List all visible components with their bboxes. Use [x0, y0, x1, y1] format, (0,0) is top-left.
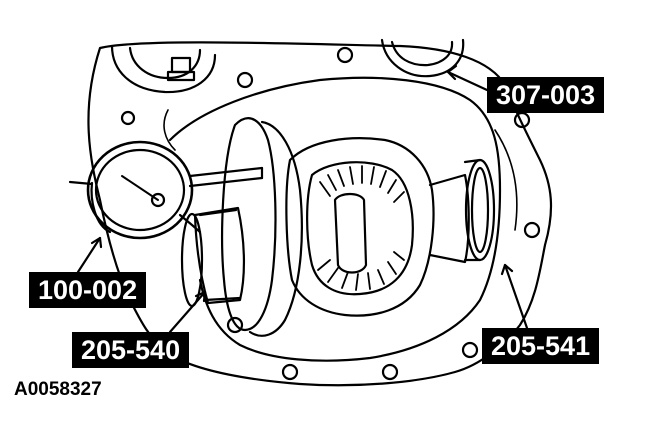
bearing-cap-left [110, 44, 217, 94]
callout-100-002: 100-002 [29, 272, 147, 308]
figure-id: A0058327 [14, 379, 102, 400]
bolt-hole [336, 46, 354, 64]
leader-lines [76, 64, 529, 334]
case-right-hub [428, 173, 470, 264]
shim-adapter-205-541-body [463, 158, 482, 262]
shim-adapter-205-540-face [198, 208, 242, 302]
shim-adapter-205-541-inner [470, 166, 490, 254]
bolt-hole [236, 71, 254, 89]
flange-inner-edge [163, 109, 176, 151]
bolt-hole [120, 110, 136, 126]
differential-case [285, 137, 435, 317]
shim-adapter-205-540 [193, 206, 246, 305]
bolt-hole [513, 111, 531, 129]
dial-indicator [86, 140, 264, 240]
dial-indicator-rod [68, 180, 94, 186]
callout-205-540: 205-540 [72, 332, 190, 368]
ring-gear [221, 117, 277, 332]
bolt-hole [461, 341, 479, 359]
bearing-cap-right [380, 38, 465, 78]
case-window [306, 161, 414, 296]
bolt-hole [281, 363, 299, 381]
housing-opening [168, 76, 502, 362]
callout-307-003: 307-003 [487, 77, 605, 113]
bolt-hole [226, 316, 244, 334]
side-gear-teeth [317, 165, 405, 291]
shim-adapter-205-541 [464, 158, 496, 262]
bolt-hole [523, 221, 541, 239]
top-bolt-head [166, 70, 196, 82]
bolt-hole [381, 363, 399, 381]
flange-inner-edge [494, 129, 518, 231]
bearing-cap-right-inner [390, 40, 454, 67]
pinion-shaft [333, 192, 368, 274]
callout-205-541: 205-541 [482, 328, 600, 364]
top-bolt [170, 56, 192, 74]
ring-gear-face [248, 120, 303, 337]
